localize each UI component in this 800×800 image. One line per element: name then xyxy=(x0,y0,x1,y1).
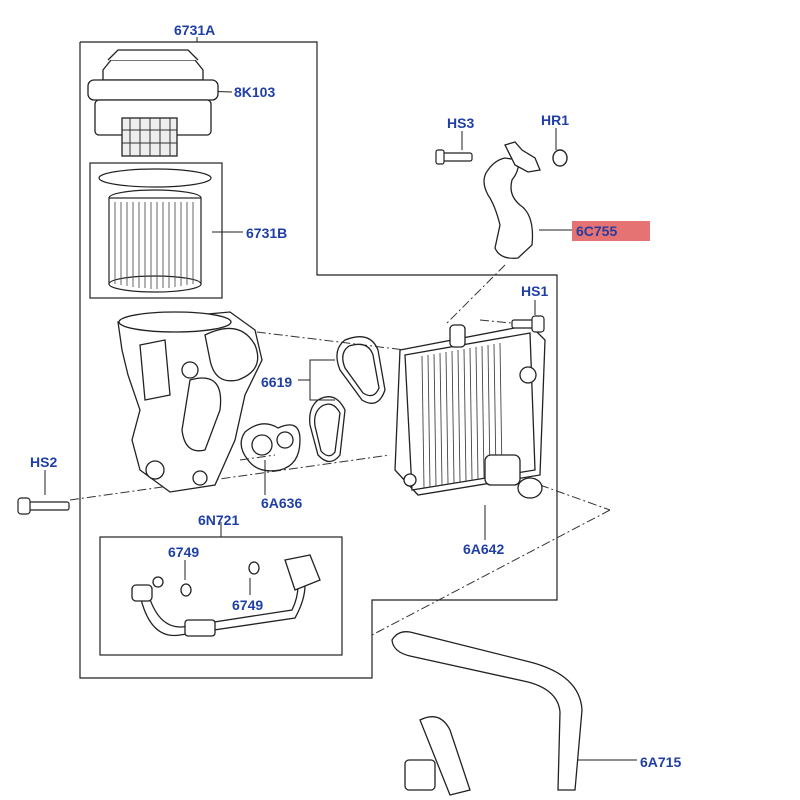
part-label-6749-b[interactable]: 6749 xyxy=(232,597,264,613)
part-label-6731B[interactable]: 6731B xyxy=(246,225,288,241)
bolt-icon xyxy=(17,497,70,515)
coolant-hose-icon xyxy=(391,631,583,796)
part-label-8K103[interactable]: 8K103 xyxy=(234,84,276,100)
coolant-hose-icon xyxy=(483,141,541,259)
alignment-lines xyxy=(69,264,611,636)
part-label-6C755-highlighted[interactable]: 6C755 xyxy=(572,221,650,241)
seal-icon xyxy=(240,423,301,472)
bolt-icon xyxy=(435,149,473,165)
o-ring-icon xyxy=(552,149,568,167)
part-label-HS3[interactable]: HS3 xyxy=(447,115,475,131)
part-label-6A642[interactable]: 6A642 xyxy=(463,541,505,557)
part-label-HR1[interactable]: HR1 xyxy=(541,112,570,128)
bolt-icon xyxy=(511,315,545,333)
gasket-icon xyxy=(309,336,386,463)
pipe-assembly-icon xyxy=(131,554,321,637)
part-label-HS1[interactable]: HS1 xyxy=(521,283,549,299)
filter-housing-icon xyxy=(117,311,263,493)
part-label-6A636[interactable]: 6A636 xyxy=(261,495,303,511)
part-label-6749-a[interactable]: 6749 xyxy=(168,544,200,560)
filter-element-icon xyxy=(98,168,212,293)
part-label-6619[interactable]: 6619 xyxy=(261,374,293,390)
part-label-HS2[interactable]: HS2 xyxy=(30,454,58,470)
part-label-6N721[interactable]: 6N721 xyxy=(198,512,240,528)
filter-cap-icon xyxy=(87,49,219,157)
part-label-6731A[interactable]: 6731A xyxy=(174,22,216,38)
part-label-6A715[interactable]: 6A715 xyxy=(640,754,682,770)
oil-cooler-icon xyxy=(394,324,546,499)
